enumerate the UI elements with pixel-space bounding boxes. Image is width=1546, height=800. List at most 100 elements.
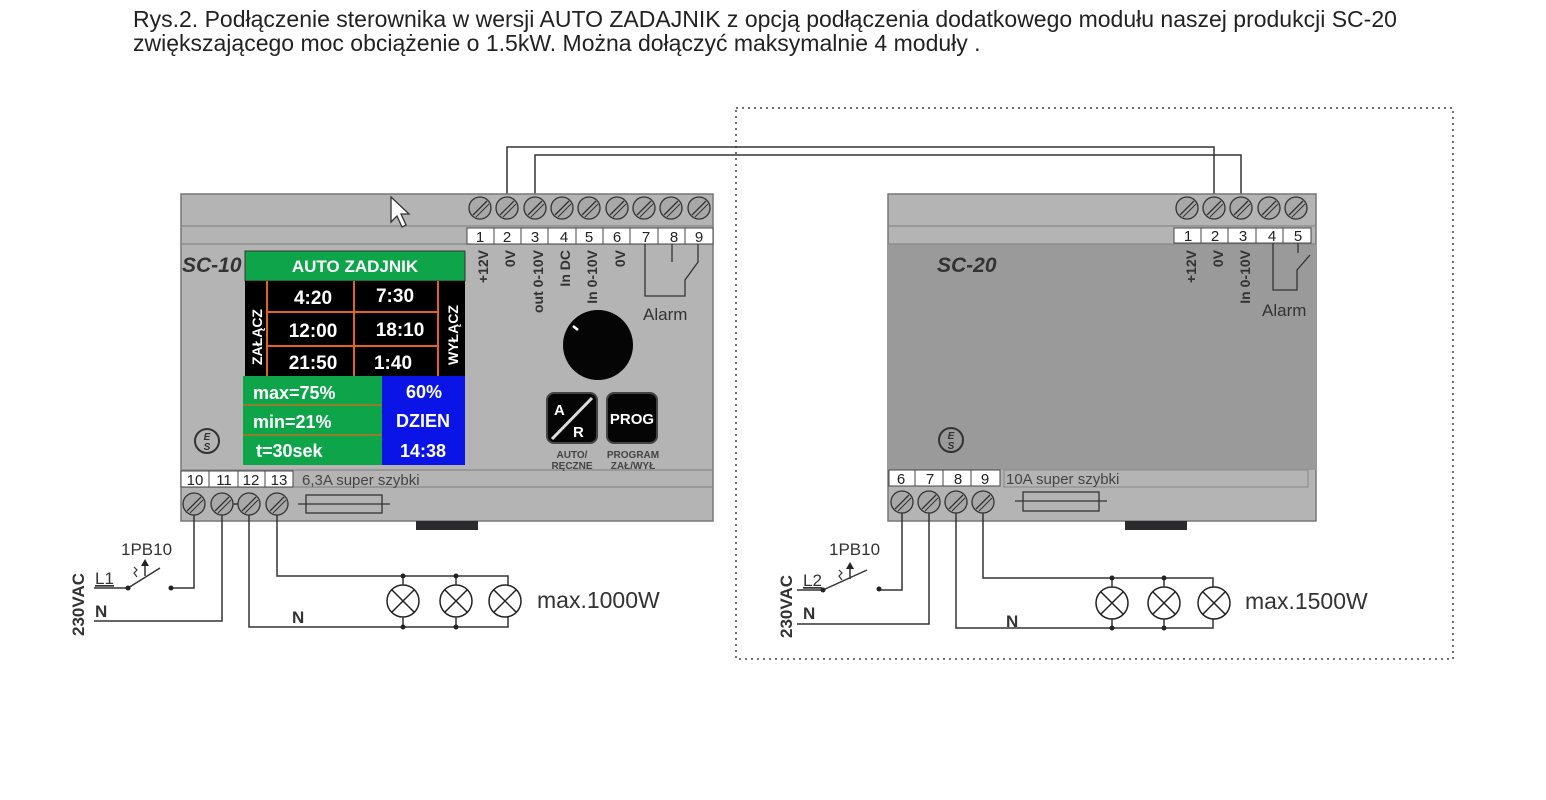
display-level: 60% xyxy=(406,382,442,402)
terminal-function-label: 0V xyxy=(502,249,518,267)
terminal-number: 5 xyxy=(1294,228,1302,245)
module-group-boundary xyxy=(735,107,1454,660)
sc20-load-neutral-label: N xyxy=(1006,612,1018,631)
terminal-function-label: 0V xyxy=(612,249,628,267)
auto-manual-caption-2: RĘCZNE xyxy=(551,461,592,472)
display-mode: DZIEN xyxy=(396,411,450,431)
terminal-number: 3 xyxy=(531,229,539,246)
display-clock: 14:38 xyxy=(400,441,446,461)
sc10-line-label: L1 xyxy=(95,569,114,588)
sc20-switch-label: 1PB10 xyxy=(829,540,880,559)
sc20-neutral-label: N xyxy=(803,604,815,623)
sc20-lamps xyxy=(1095,575,1231,631)
terminal-number: 6 xyxy=(897,471,905,488)
button-ar-top-letter: A xyxy=(554,402,565,419)
sc10-neutral-label: N xyxy=(95,602,107,621)
sc20-module: SC-20 1 2 3 4 5 +12V 0V In 0-10V xyxy=(887,193,1317,530)
potentiometer-knob[interactable] xyxy=(563,310,633,380)
terminal-number: 6 xyxy=(613,229,621,246)
sc10-lamps xyxy=(386,573,522,630)
terminal-number: 1 xyxy=(1184,228,1192,245)
terminal-number: 8 xyxy=(670,229,678,246)
on-time: 21:50 xyxy=(289,353,338,374)
terminal-number: 10 xyxy=(187,472,204,489)
sc20-voltage-label: 230VAC xyxy=(777,575,796,638)
sc10-model-label: SC-10 xyxy=(182,254,242,277)
sc10-top-screws xyxy=(468,196,711,220)
sc20-alarm-relay-symbol xyxy=(1272,243,1311,291)
display-max: max=75% xyxy=(253,383,336,403)
display-on-label: ZAŁĄCZ xyxy=(249,309,265,365)
terminal-function-label: In DC xyxy=(557,250,573,287)
terminal-number: 2 xyxy=(503,229,511,246)
terminal-number: 8 xyxy=(954,471,962,488)
svg-text:E: E xyxy=(204,432,211,443)
off-time: 18:10 xyxy=(376,320,425,341)
auto-manual-caption-1: AUTO/ xyxy=(557,450,588,461)
inter-module-wires xyxy=(506,146,1242,200)
figure-caption: Rys.2. Podłączenie sterownika w wersji A… xyxy=(133,7,1533,55)
display-min: min=21% xyxy=(253,412,332,432)
sc10-fuse-label: 6,3A super szybki xyxy=(302,472,420,489)
sc20-top-terminal-strip: 1 2 3 4 5 xyxy=(1173,227,1312,245)
sc10-module: SC-10 1 2 3 4 5 6 7 8 xyxy=(180,193,714,530)
sc10-load-neutral-label: N xyxy=(292,608,304,627)
terminal-number: 7 xyxy=(642,229,650,246)
caption-line-1: Rys.2. Podłączenie sterownika w wersji A… xyxy=(133,6,1397,32)
sc20-top-screws xyxy=(1175,196,1308,220)
sc10-switch-label: 1PB10 xyxy=(121,540,172,559)
sc10-terminal-functions: +12V 0V out 0-10V In DC In 0-10V 0V xyxy=(475,249,628,313)
sc20-bottom-terminal-strip: 6 7 8 9 xyxy=(888,469,1001,488)
din-rail-clip xyxy=(1125,521,1187,530)
es-logo-icon: E S xyxy=(194,428,220,454)
program-button[interactable]: PROG xyxy=(606,392,658,444)
off-time: 7:30 xyxy=(376,286,414,307)
sc20-fuse-icon xyxy=(1015,491,1107,512)
terminal-number: 9 xyxy=(695,229,703,246)
display-title: AUTO ZADJNIK xyxy=(292,257,419,276)
sc20-terminal-functions: +12V 0V In 0-10V xyxy=(1183,249,1253,303)
sc20-alarm-label: Alarm xyxy=(1262,301,1306,320)
terminal-number: 5 xyxy=(585,229,593,246)
sc10-fuse-icon xyxy=(298,494,390,514)
off-time: 1:40 xyxy=(374,353,412,374)
mouse-cursor-icon xyxy=(390,195,411,228)
svg-text:S: S xyxy=(204,442,211,453)
terminal-function-label: +12V xyxy=(475,249,491,283)
terminal-function-label: out 0-10V xyxy=(530,249,546,313)
sc20-fuse-label: 10A super szybki xyxy=(1006,471,1119,488)
terminal-number: 2 xyxy=(1211,228,1219,245)
sc10-bottom-terminal-strip: 10 11 12 13 xyxy=(180,470,294,489)
on-time: 4:20 xyxy=(294,288,332,309)
lcd-display: AUTO ZADJNIK ZAŁĄCZ WYŁĄCZ 4:20 12:00 21… xyxy=(243,250,466,465)
auto-manual-button[interactable]: A R xyxy=(546,392,598,444)
program-caption-1: PROGRAM xyxy=(607,450,659,461)
svg-text:S: S xyxy=(948,441,955,452)
button-prog-label: PROG xyxy=(610,411,654,428)
sc10-alarm-relay-symbol xyxy=(644,244,699,297)
on-time: 12:00 xyxy=(289,321,338,342)
terminal-number: 4 xyxy=(560,229,568,246)
sc10-switch-symbol xyxy=(125,559,174,591)
terminal-number: 3 xyxy=(1239,228,1247,245)
display-off-label: WYŁĄCZ xyxy=(445,305,461,365)
terminal-number: 7 xyxy=(926,471,934,488)
terminal-function-label: In 0-10V xyxy=(1237,249,1253,303)
es-logo-icon: E S xyxy=(938,427,964,453)
terminal-number: 9 xyxy=(981,471,989,488)
terminal-number: 11 xyxy=(216,472,232,489)
sc10-alarm-label: Alarm xyxy=(643,305,687,324)
terminal-function-label: +12V xyxy=(1183,249,1199,283)
sc10-voltage-label: 230VAC xyxy=(69,573,88,636)
svg-text:E: E xyxy=(948,431,955,442)
terminal-function-label: 0V xyxy=(1210,249,1226,267)
terminal-number: 12 xyxy=(243,472,260,489)
terminal-number: 4 xyxy=(1268,228,1276,245)
sc10-load-rating: max.1000W xyxy=(537,587,660,613)
button-ar-bottom-letter: R xyxy=(573,424,584,441)
din-rail-clip xyxy=(416,521,478,530)
display-time-step: t=30sek xyxy=(256,441,324,461)
sc20-switch-symbol xyxy=(820,562,882,593)
caption-line-2: zwiększającego moc obciążenie o 1.5kW. M… xyxy=(133,30,981,56)
